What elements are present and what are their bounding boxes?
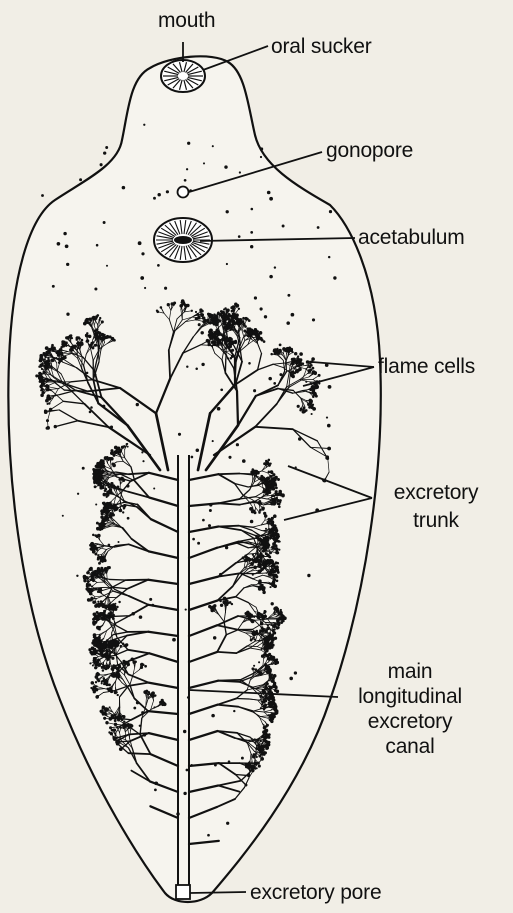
gonopore [178,187,189,198]
label-main-canal: main longitudinal excretory canal [340,661,480,758]
label-gonopore: gonopore [326,140,413,162]
oral-sucker [161,60,205,92]
label-excretory-trunk: excretory trunk [376,482,496,532]
label-main-canal-line1: main [340,661,480,683]
label-oral-sucker: oral sucker [271,36,372,58]
excretory-pore-leader [190,892,246,893]
label-main-canal-line3: excretory [340,711,480,733]
label-main-canal-line4: canal [340,736,480,758]
label-acetabulum: acetabulum [358,227,465,249]
label-excretory-pore: excretory pore [250,882,381,904]
label-main-canal-line2: longitudinal [340,686,480,708]
label-mouth: mouth [158,10,215,32]
label-excretory-trunk-line2: trunk [376,510,496,532]
label-excretory-trunk-line1: excretory [376,482,496,504]
excretory-pore [176,885,190,899]
acetabulum [154,218,212,262]
label-flame-cells: flame cells [378,356,475,378]
